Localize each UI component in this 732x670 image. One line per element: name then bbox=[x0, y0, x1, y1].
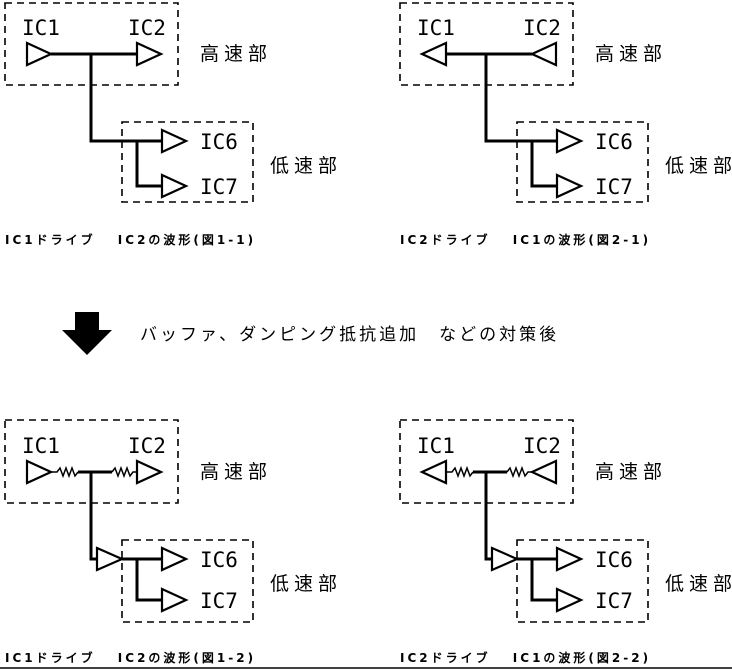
panel-2-1: IC1 IC2 IC6 IC7 高速部 低速部 IC2ドライブ IC1の波形(図… bbox=[399, 2, 732, 247]
ic2-label: IC2 bbox=[523, 16, 561, 40]
panel-1-2: IC1 IC2 IC6 IC7 高速部 低速部 IC1ドライブ IC2の波形(図… bbox=[4, 419, 342, 665]
ic1-label: IC1 bbox=[22, 434, 60, 458]
damping-resistor-icon bbox=[111, 465, 137, 479]
caption: IC1ドライブ IC2の波形(図1-2) bbox=[5, 650, 256, 665]
ic2-label: IC2 bbox=[128, 16, 166, 40]
high-speed-label: 高速部 bbox=[595, 461, 667, 483]
damping-resistor-icon bbox=[51, 465, 79, 479]
ic7-buffer-icon bbox=[160, 173, 189, 199]
ic1-buffer-icon bbox=[419, 459, 448, 485]
low-speed-box bbox=[516, 121, 649, 203]
damping-resistor-icon bbox=[506, 465, 532, 479]
ic2-buffer-icon bbox=[135, 41, 164, 67]
added-buffer-icon bbox=[490, 546, 520, 572]
ic6-label: IC6 bbox=[595, 130, 633, 154]
low-speed-label: 低速部 bbox=[665, 573, 732, 595]
ic7-label: IC7 bbox=[200, 589, 238, 613]
ic2-buffer-icon bbox=[529, 41, 558, 67]
ic7-buffer-icon bbox=[555, 587, 584, 613]
added-buffer-icon bbox=[95, 546, 125, 572]
countermeasure-text: バッファ、ダンピング抵抗追加 などの対策後 bbox=[140, 325, 559, 345]
ic2-buffer-icon bbox=[529, 459, 558, 485]
low-speed-label: 低速部 bbox=[665, 155, 732, 177]
ic6-buffer-icon bbox=[555, 128, 584, 154]
down-arrow-icon bbox=[62, 312, 112, 355]
ic6-label: IC6 bbox=[200, 548, 238, 572]
ic6-buffer-icon bbox=[160, 128, 189, 154]
low-speed-label: 低速部 bbox=[270, 573, 342, 595]
ic7-label: IC7 bbox=[595, 175, 633, 199]
ic6-buffer-icon bbox=[160, 546, 189, 572]
caption: IC2ドライブ IC1の波形(図2-1) bbox=[400, 232, 651, 247]
panel-2-2: IC1 IC2 IC6 IC7 高速部 低速部 IC2ドライブ IC1の波形(図… bbox=[399, 419, 732, 665]
wire bbox=[51, 52, 162, 188]
low-speed-box bbox=[516, 539, 649, 623]
caption: IC2ドライブ IC1の波形(図2-2) bbox=[400, 650, 651, 665]
wire bbox=[78, 470, 162, 602]
wire bbox=[473, 470, 557, 602]
ic2-buffer-icon bbox=[135, 459, 164, 485]
high-speed-label: 高速部 bbox=[200, 43, 272, 65]
low-speed-box bbox=[121, 539, 254, 623]
low-speed-box bbox=[121, 121, 254, 203]
ic6-label: IC6 bbox=[595, 548, 633, 572]
ic1-label: IC1 bbox=[22, 16, 60, 40]
ic2-label: IC2 bbox=[523, 434, 561, 458]
ic1-label: IC1 bbox=[417, 434, 455, 458]
ic7-label: IC7 bbox=[595, 589, 633, 613]
high-speed-label: 高速部 bbox=[200, 461, 272, 483]
ic2-label: IC2 bbox=[128, 434, 166, 458]
damping-resistor-icon bbox=[446, 465, 474, 479]
ic7-buffer-icon bbox=[160, 587, 189, 613]
ic6-label: IC6 bbox=[200, 130, 238, 154]
panel-1-1: IC1 IC2 IC6 IC7 高速部 低速部 IC1ドライブ IC2の波形(図… bbox=[4, 2, 342, 247]
high-speed-label: 高速部 bbox=[595, 43, 667, 65]
ic1-buffer-icon bbox=[419, 41, 448, 67]
low-speed-label: 低速部 bbox=[270, 155, 342, 177]
ic7-buffer-icon bbox=[555, 173, 584, 199]
wire bbox=[446, 52, 557, 188]
ic1-label: IC1 bbox=[417, 16, 455, 40]
caption: IC1ドライブ IC2の波形(図1-1) bbox=[5, 232, 256, 247]
ic6-buffer-icon bbox=[555, 546, 584, 572]
ic1-buffer-icon bbox=[25, 41, 54, 67]
ic1-buffer-icon bbox=[25, 459, 54, 485]
ic7-label: IC7 bbox=[200, 175, 238, 199]
